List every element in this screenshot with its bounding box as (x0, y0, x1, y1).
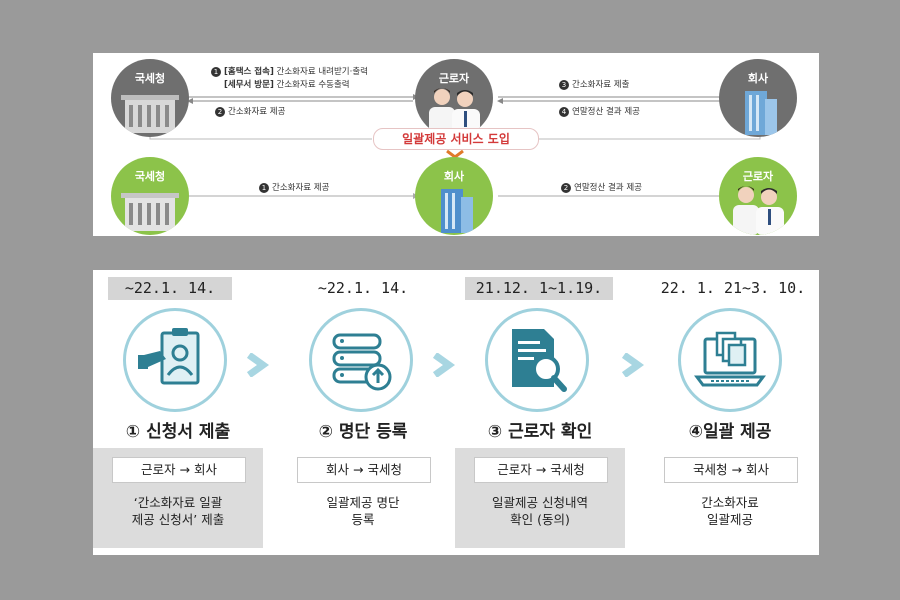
company-label-after: 회사 (443, 170, 465, 183)
step-number-badge: 4 (559, 106, 569, 117)
step-3-desc-line: 확인 (동의) (510, 512, 570, 527)
step-4-circle (678, 308, 782, 412)
office-building-icon (745, 91, 777, 135)
msg-provide-after-text: 간소화자료 제공 (272, 183, 330, 193)
step-4-desc: 간소화자료 일괄제공 (645, 494, 815, 528)
step-1-title: ① 신청서 제출 (125, 422, 231, 442)
step-4-box: 국세청 → 회사 간소화자료 일괄제공 (645, 448, 815, 548)
step-4-flow: 국세청 → 회사 (664, 457, 798, 483)
step-2-desc-line: 일괄제공 명단 (326, 495, 400, 510)
step-number-badge: 3 (559, 79, 569, 90)
step-number-badge: 2 (215, 106, 225, 117)
laptop-documents-icon (694, 331, 766, 387)
building-icon (121, 193, 179, 231)
step-3-desc-line: 일괄제공 신청내역 (492, 495, 588, 510)
company-circle-after: 회사 (415, 157, 493, 235)
msg-hometax: 1[홈택스 접속] 간소화자료 내려받기·출력 (211, 65, 368, 77)
workers-icon (733, 186, 784, 235)
step-1-desc: ‘간소화자료 일괄 제공 신청서’ 제출 (93, 494, 263, 528)
worker-circle-after: 근로자 (719, 157, 797, 235)
step-4-desc-line: 간소화자료 (701, 495, 759, 510)
step-3-flow: 근로자 → 국세청 (474, 457, 608, 483)
msg-submit-text: 간소화자료 제출 (572, 80, 630, 90)
building-icon (121, 95, 179, 133)
company-circle-top: 회사 (719, 59, 797, 137)
step-4-desc-line: 일괄제공 (706, 512, 753, 527)
msg-result-text: 연말정산 결과 제공 (572, 107, 640, 117)
before-after-diagram: 국세청 근로자 회사 1[홈택스 접속] 간소화자료 내려받기·출력 (93, 53, 819, 236)
step-2-title: ② 명단 등록 (318, 422, 408, 442)
step-4-date: 22. 1. 21~3. 10. (660, 279, 806, 297)
step-2-circle (309, 308, 413, 412)
step-1-desc-line: ‘간소화자료 일괄 (133, 495, 223, 510)
step-1-desc-line: 제공 신청서’ 제출 (131, 512, 225, 527)
step-3-desc: 일괄제공 신청내역 확인 (동의) (455, 494, 625, 528)
document-search-icon (512, 329, 567, 392)
step-1-date: ~22.1. 14. (108, 277, 232, 300)
chevron-right-icon (246, 353, 270, 377)
msg-visit: [세무서 방문] 간소화자료 수동출력 (224, 78, 350, 90)
worker-label-top: 근로자 (438, 72, 470, 85)
step-4-title: ④일괄 제공 (688, 422, 772, 442)
nts-circle: 국세청 (111, 59, 189, 137)
msg-hometax-bold: [홈택스 접속] (224, 67, 274, 77)
step-3-circle (485, 308, 589, 412)
msg-provide-text: 간소화자료 제공 (228, 107, 286, 117)
step-1-flow: 근로자 → 회사 (112, 457, 246, 483)
process-steps: ~22.1. 14. ① 신청서 제출 근로자 → 회사 ‘간소화자료 일괄 제… (93, 270, 819, 555)
step-2-flow: 회사 → 국세청 (297, 457, 431, 483)
nts-label: 국세청 (134, 72, 166, 85)
server-upload-icon (332, 333, 392, 391)
step-number-badge: 1 (259, 182, 269, 193)
application-form-icon (138, 328, 200, 385)
step-1-box: 근로자 → 회사 ‘간소화자료 일괄 제공 신청서’ 제출 (93, 448, 263, 548)
chevron-right-icon (432, 353, 456, 377)
step-2-desc: 일괄제공 명단 등록 (278, 494, 448, 528)
step-2-date: ~22.1. 14. (317, 279, 409, 297)
msg-visit-text: 간소화자료 수동출력 (276, 80, 350, 90)
msg-result-after-text: 연말정산 결과 제공 (574, 183, 642, 193)
worker-label-after: 근로자 (742, 170, 774, 183)
nts-circle-after: 국세청 (111, 157, 189, 235)
step-1-circle (123, 308, 227, 412)
company-label-top: 회사 (747, 72, 769, 85)
step-number-badge: 1 (211, 66, 221, 77)
step-3-date: 21.12. 1~1.19. (465, 277, 613, 300)
step-2-box: 회사 → 국세청 일괄제공 명단 등록 (278, 448, 448, 548)
nts-label-after: 국세청 (134, 170, 166, 183)
service-banner: 일괄제공 서비스 도입 (373, 128, 539, 150)
office-building-icon (441, 189, 473, 233)
step-number-badge: 2 (561, 182, 571, 193)
msg-hometax-text: 간소화자료 내려받기·출력 (276, 67, 368, 77)
step-3-box: 근로자 → 국세청 일괄제공 신청내역 확인 (동의) (455, 448, 625, 548)
chevron-right-icon (621, 353, 645, 377)
worker-circle-top: 근로자 (415, 59, 493, 137)
step-2-desc-line: 등록 (351, 512, 375, 527)
msg-visit-bold: [세무서 방문] (224, 80, 274, 90)
step-3-title: ③ 근로자 확인 (487, 422, 593, 442)
